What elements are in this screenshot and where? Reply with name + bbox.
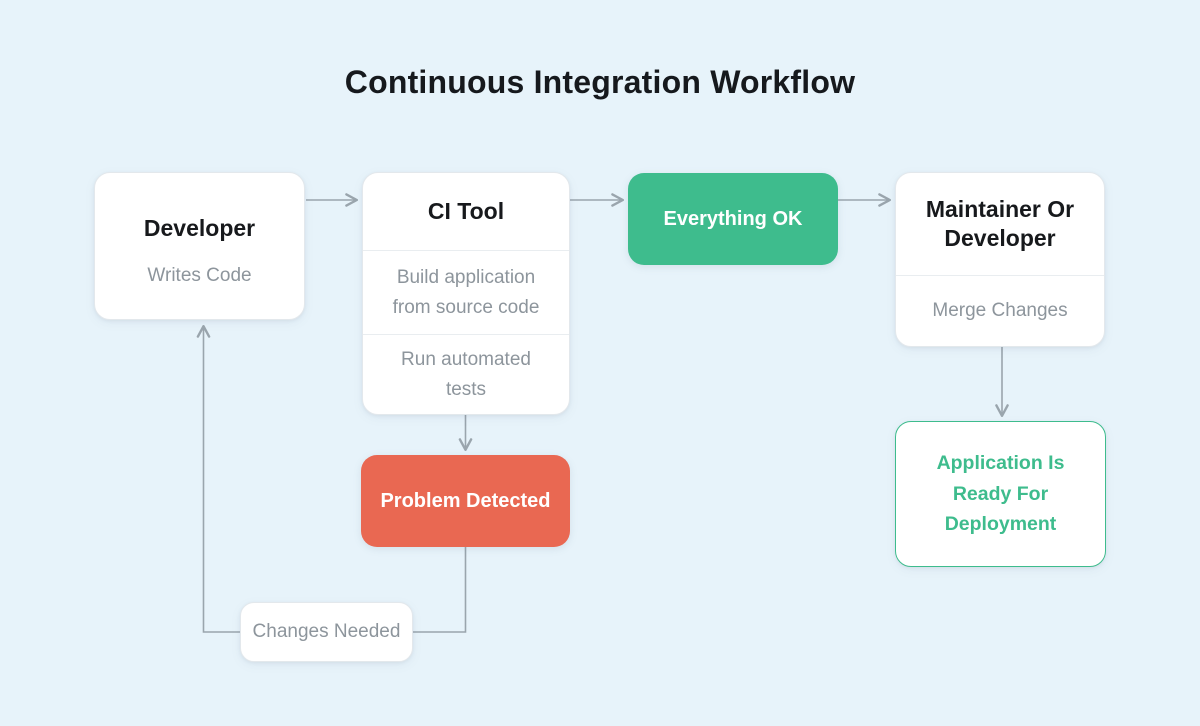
everything-ok-label: Everything OK xyxy=(663,207,803,230)
ci-tool-step-test: Run automated tests xyxy=(363,334,569,414)
maintainer-subtitle-section: Merge Changes xyxy=(896,275,1104,346)
diagram-title: Continuous Integration Workflow xyxy=(344,64,856,100)
developer-subtitle: Writes Code xyxy=(147,265,252,286)
node-maintainer-or-developer: Maintainer Or Developer Merge Changes xyxy=(895,172,1105,347)
node-ci-tool: CI Tool Build application from source co… xyxy=(362,172,570,415)
problem-detected-label: Problem Detected xyxy=(380,489,551,512)
node-changes-needed: Changes Needed xyxy=(240,602,413,662)
node-developer: Developer Writes Code xyxy=(94,172,305,320)
maintainer-subtitle: Merge Changes xyxy=(932,300,1068,322)
maintainer-title: Maintainer Or Developer xyxy=(925,196,1075,251)
ci-tool-step-build: Build application from source code xyxy=(363,250,569,334)
changes-needed-label: Changes Needed xyxy=(252,621,401,643)
node-application-ready: Application Is Ready For Deployment xyxy=(895,421,1106,567)
ci-tool-title-section: CI Tool xyxy=(363,173,569,250)
developer-title: Developer xyxy=(143,215,256,242)
maintainer-title-section: Maintainer Or Developer xyxy=(896,173,1104,275)
ci-tool-step-test-label: Run automated tests xyxy=(401,349,531,400)
developer-title-section: Developer xyxy=(95,173,304,251)
developer-subtitle-section: Writes Code xyxy=(95,251,304,319)
ci-tool-title: CI Tool xyxy=(427,198,505,225)
node-problem-detected: Problem Detected xyxy=(361,455,570,547)
ci-tool-step-build-label: Build application from source code xyxy=(392,267,540,318)
node-everything-ok: Everything OK xyxy=(628,173,838,265)
application-ready-label: Application Is Ready For Deployment xyxy=(936,451,1065,536)
